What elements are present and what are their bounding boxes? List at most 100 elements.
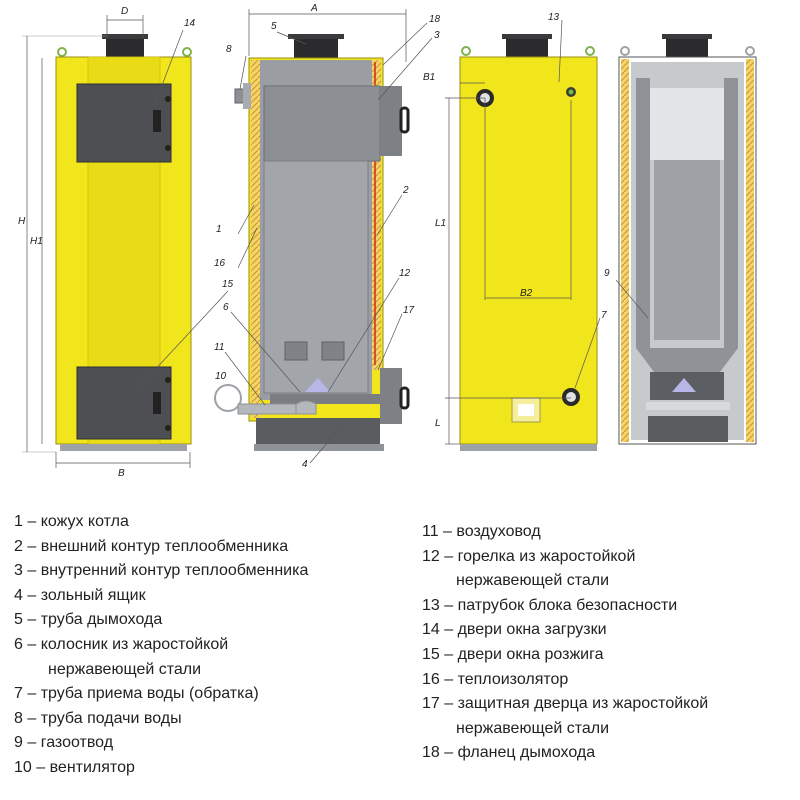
legend-text: теплоизолятор bbox=[457, 670, 569, 688]
legend-number: 13 bbox=[422, 596, 440, 614]
legend-item-2: 2 – внешний контур теплообменника bbox=[14, 535, 308, 560]
legend-separator: – bbox=[439, 596, 458, 614]
legend-item-17: 17 – защитная дверца из жаростойкой bbox=[422, 692, 708, 717]
legend-text: труба подачи воды bbox=[40, 709, 182, 727]
dim-A: A bbox=[310, 3, 318, 14]
legend-item-18: 18 – фланец дымохода bbox=[422, 741, 708, 766]
callout-15: 15 bbox=[222, 279, 234, 290]
legend-item-1: 1 – кожух котла bbox=[14, 510, 308, 535]
firebox bbox=[263, 160, 369, 394]
callout-7: 7 bbox=[601, 310, 607, 321]
inner-heat-exchanger bbox=[263, 85, 381, 162]
insulation-left bbox=[251, 60, 260, 418]
legend-text: труба приема воды (обратка) bbox=[40, 685, 259, 703]
legend-number: 11 bbox=[422, 523, 439, 540]
legend-separator: – bbox=[22, 685, 41, 703]
callout-17: 17 bbox=[403, 305, 415, 316]
legend-item-7: 7 – труба приема воды (обратка) bbox=[14, 682, 308, 707]
legend-text: газоотвод bbox=[40, 734, 114, 752]
legend-separator: – bbox=[439, 744, 458, 762]
legend-number: 1 bbox=[14, 513, 23, 530]
callout-2: 2 bbox=[402, 185, 409, 196]
legend-number: 16 bbox=[422, 670, 440, 688]
boiler-base-front bbox=[60, 444, 187, 451]
callout-16: 16 bbox=[214, 258, 226, 269]
legend-text: защитная дверца из жаростойкой bbox=[457, 695, 709, 713]
legend-number: 4 bbox=[14, 586, 23, 604]
dim-B: B bbox=[118, 468, 125, 479]
legend-number: 9 bbox=[14, 734, 23, 752]
legend-separator: – bbox=[22, 513, 41, 530]
legend-number: 2 bbox=[14, 537, 23, 555]
legend-number: 6 bbox=[14, 635, 23, 653]
legend-separator: – bbox=[22, 709, 41, 727]
legend-text: фланец дымохода bbox=[457, 744, 596, 762]
legend-number: 17 bbox=[422, 695, 440, 713]
legend-text: вентилятор bbox=[49, 758, 135, 776]
cross-section-view: 9 bbox=[604, 34, 757, 445]
dim-L1: L1 bbox=[435, 218, 446, 229]
lifting-eye-left bbox=[57, 47, 67, 57]
legend-number: 5 bbox=[14, 611, 23, 629]
legend-separator: – bbox=[439, 621, 458, 639]
legend-item-3: 3 – внутренний контур теплообменника bbox=[14, 559, 308, 584]
legend-number: 10 bbox=[14, 758, 32, 776]
legend-separator: – bbox=[22, 562, 41, 580]
callout-11: 11 bbox=[214, 342, 224, 353]
dim-L: L bbox=[435, 418, 441, 429]
legend-separator: – bbox=[31, 758, 50, 776]
legend-item-13: 13 – патрубок блока безопасности bbox=[422, 594, 708, 619]
dim-D: D bbox=[121, 6, 128, 17]
callout-10: 10 bbox=[215, 371, 227, 382]
legend-number: 3 bbox=[14, 562, 23, 580]
dim-B1: B1 bbox=[423, 72, 435, 83]
lifting-eye-right bbox=[182, 47, 192, 57]
legend-item-11: 11 – воздуховод bbox=[422, 520, 708, 545]
callout-3: 3 bbox=[434, 30, 440, 41]
legend-item-5: 5 – труба дымохода bbox=[14, 608, 308, 633]
insulation-right bbox=[372, 60, 381, 370]
legend-item-14: 14 – двери окна загрузки bbox=[422, 618, 708, 643]
legend-number: 18 bbox=[422, 744, 440, 762]
callout-6: 6 bbox=[223, 302, 229, 313]
legend-number: 8 bbox=[14, 709, 23, 727]
callout-5: 5 bbox=[271, 21, 277, 32]
flue-pipe bbox=[106, 36, 144, 58]
legend-text: горелка из жаростойкой bbox=[457, 547, 636, 565]
legend-number: 7 bbox=[14, 685, 23, 703]
callout-12: 12 bbox=[399, 268, 411, 279]
legend-separator: – bbox=[22, 586, 41, 604]
legend-number: 15 bbox=[422, 645, 440, 663]
legend-text: зольный ящик bbox=[40, 586, 146, 604]
callout-14: 14 bbox=[184, 18, 196, 29]
legend-separator: – bbox=[22, 734, 41, 752]
fan bbox=[214, 384, 242, 412]
callout-18: 18 bbox=[429, 14, 441, 25]
dim-H: H bbox=[18, 216, 26, 227]
legend-text: воздуховод bbox=[456, 523, 541, 540]
ash-box bbox=[256, 418, 380, 444]
legend-number: 14 bbox=[422, 621, 440, 639]
legend-text: труба дымохода bbox=[40, 611, 163, 629]
legend-item-6-continuation: нержавеющей стали bbox=[48, 660, 202, 678]
legend-separator: – bbox=[438, 523, 457, 540]
section-view: A bbox=[214, 3, 441, 470]
legend-separator: – bbox=[439, 670, 458, 688]
dim-H1: H1 bbox=[30, 236, 43, 247]
legend-text: патрубок блока безопасности bbox=[457, 596, 678, 614]
legend-separator: – bbox=[22, 611, 41, 629]
back-view: B1 B2 L1 L 13 7 bbox=[423, 12, 607, 451]
boiler-drawings: D H H1 B 14 15 A bbox=[18, 3, 757, 479]
legend-item-12: 12 – горелка из жаростойкой bbox=[422, 545, 708, 570]
callout-13: 13 bbox=[548, 12, 560, 23]
legend-item-4: 4 – зольный ящик bbox=[14, 584, 308, 609]
legend-item-9: 9 – газоотвод bbox=[14, 731, 308, 756]
legend-item-16: 16 – теплоизолятор bbox=[422, 668, 708, 693]
legend-text: внутренний контур теплообменника bbox=[40, 562, 309, 580]
legend-item-6: 6 – колосник из жаростойкой bbox=[14, 633, 308, 658]
legend-text: двери окна розжига bbox=[457, 645, 604, 663]
legend-separator: – bbox=[22, 635, 41, 653]
legend-separator: – bbox=[439, 645, 458, 663]
